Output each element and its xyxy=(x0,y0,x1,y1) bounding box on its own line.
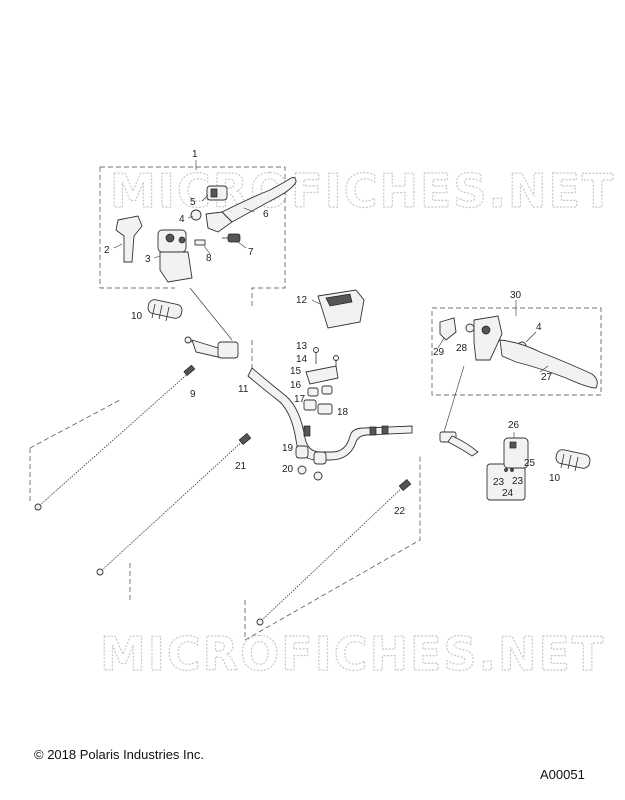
callout-26: 26 xyxy=(508,420,520,431)
part-18-clamp xyxy=(317,403,333,415)
callout-24: 24 xyxy=(502,488,514,499)
part-5-bracket xyxy=(206,185,228,201)
callout-23-right: 23 xyxy=(512,476,524,487)
part-15-clamp-plate xyxy=(305,365,339,385)
leader-5 xyxy=(201,194,209,202)
callout-21: 21 xyxy=(235,461,247,472)
leader-4 xyxy=(187,215,194,219)
part-19-riser xyxy=(295,445,327,465)
callout-19: 19 xyxy=(282,443,294,454)
part-4-nut xyxy=(190,209,202,221)
part-17-clamp xyxy=(303,399,317,411)
callout-7: 7 xyxy=(248,247,254,258)
copyright-text: © 2018 Polaris Industries Inc. xyxy=(34,747,204,762)
part-2-bracket xyxy=(115,215,143,263)
part-21-cable xyxy=(96,432,252,576)
part-8-pin xyxy=(194,239,206,246)
callout-4-right: 4 xyxy=(536,322,542,333)
leader-2 xyxy=(113,243,123,249)
callout-12: 12 xyxy=(296,295,308,306)
callout-25: 25 xyxy=(524,458,536,469)
leader-4-right xyxy=(525,331,537,343)
watermark-top: MICROFICHES.NET xyxy=(110,164,615,218)
watermark-bottom: MICROFICHES.NET xyxy=(100,627,605,681)
part-6-brake-lever xyxy=(221,177,297,223)
callout-30: 30 xyxy=(510,290,522,301)
callout-27: 27 xyxy=(541,372,553,383)
part-27-clutch-lever xyxy=(499,339,598,389)
callout-23-left: 23 xyxy=(493,477,505,488)
callout-4-left: 4 xyxy=(179,214,185,225)
callout-3: 3 xyxy=(145,254,151,265)
callout-9: 9 xyxy=(190,389,196,400)
part-7-bolt xyxy=(222,233,241,243)
part-13-bolt xyxy=(313,347,319,364)
part-10-grip-left xyxy=(147,299,183,322)
part-22-cable xyxy=(256,478,412,626)
leader-29 xyxy=(437,337,445,349)
group-box-cables xyxy=(29,399,421,641)
callout-28: 28 xyxy=(456,343,468,354)
callout-11: 11 xyxy=(238,384,249,395)
part-10-grip-right xyxy=(555,449,591,472)
part-16-clamp xyxy=(307,385,333,397)
part-1-lever-mount xyxy=(205,211,233,233)
callout-5: 5 xyxy=(190,197,196,208)
callout-10-right: 10 xyxy=(549,473,561,484)
part-20-nut xyxy=(297,465,323,481)
leader-6 xyxy=(243,207,255,213)
leader-12 xyxy=(311,299,321,305)
figure-id: A00051 xyxy=(540,767,585,782)
group-box-right-clutch xyxy=(431,307,602,396)
part-30-perch xyxy=(473,315,503,361)
part-28-nut xyxy=(465,323,475,333)
part-clutch-assembled xyxy=(439,365,479,457)
part-1-assembly xyxy=(184,287,239,359)
callout-2: 2 xyxy=(104,245,110,256)
leader-8 xyxy=(203,245,211,255)
part-29-bracket xyxy=(439,317,457,341)
part-9-cable xyxy=(34,364,196,511)
callout-22: 22 xyxy=(394,506,406,517)
callout-10-left: 10 xyxy=(131,311,143,322)
leader-3 xyxy=(153,255,161,259)
callout-15: 15 xyxy=(290,366,302,377)
callout-16: 16 xyxy=(290,380,302,391)
callout-14: 14 xyxy=(296,354,308,365)
callout-6: 6 xyxy=(263,209,269,220)
callout-18: 18 xyxy=(337,407,349,418)
callout-17: 17 xyxy=(294,394,306,405)
part-3-master-cylinder xyxy=(157,229,193,283)
leader-27 xyxy=(539,365,549,373)
group-box-left-brake xyxy=(99,166,286,372)
callout-13: 13 xyxy=(296,341,308,352)
callout-20: 20 xyxy=(282,464,294,475)
callout-29: 29 xyxy=(433,347,445,358)
part-26-switch xyxy=(486,437,529,501)
part-12-bar-pad xyxy=(317,289,365,329)
callout-8: 8 xyxy=(206,253,212,264)
leader-7 xyxy=(237,241,247,249)
callout-1: 1 xyxy=(192,149,198,160)
